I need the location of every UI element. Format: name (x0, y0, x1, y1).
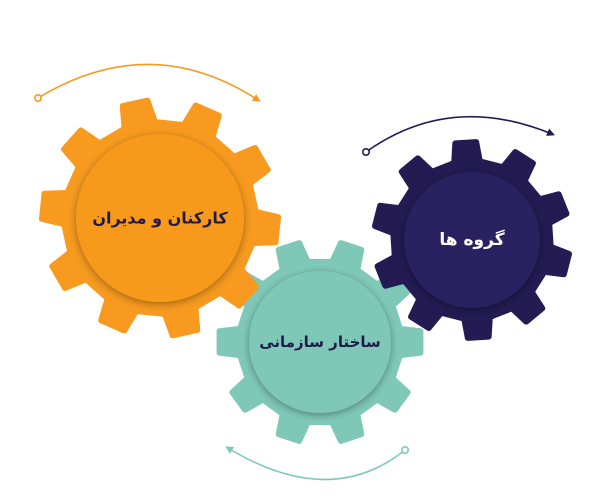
arrow-right-curve (365, 115, 555, 153)
gear-groups: گروه ها (372, 139, 572, 341)
gear-staff: کارکنان و مدیران (39, 97, 281, 339)
arrow-bottom (225, 445, 409, 481)
arrow-top-left-curve (37, 63, 261, 102)
gear-structure-label: ساختار سازمانی (259, 333, 381, 351)
gear-staff-label: کارکنان و مدیران (92, 209, 228, 228)
gear-staff-hub (76, 134, 244, 302)
gear-groups-label: گروه ها (439, 229, 504, 250)
arrow-right-start-dot (361, 148, 370, 157)
arrow-right (361, 115, 555, 157)
gear-groups-hub (404, 172, 540, 308)
gear-structure-hub (249, 271, 391, 413)
arrow-top-left (33, 63, 261, 103)
arrow-bottom-start-dot (400, 445, 409, 454)
arrow-bottom-curve (225, 446, 406, 481)
arrow-top-left-start-dot (33, 94, 42, 103)
gear-structure: ساختار سازمانی (216, 240, 424, 444)
